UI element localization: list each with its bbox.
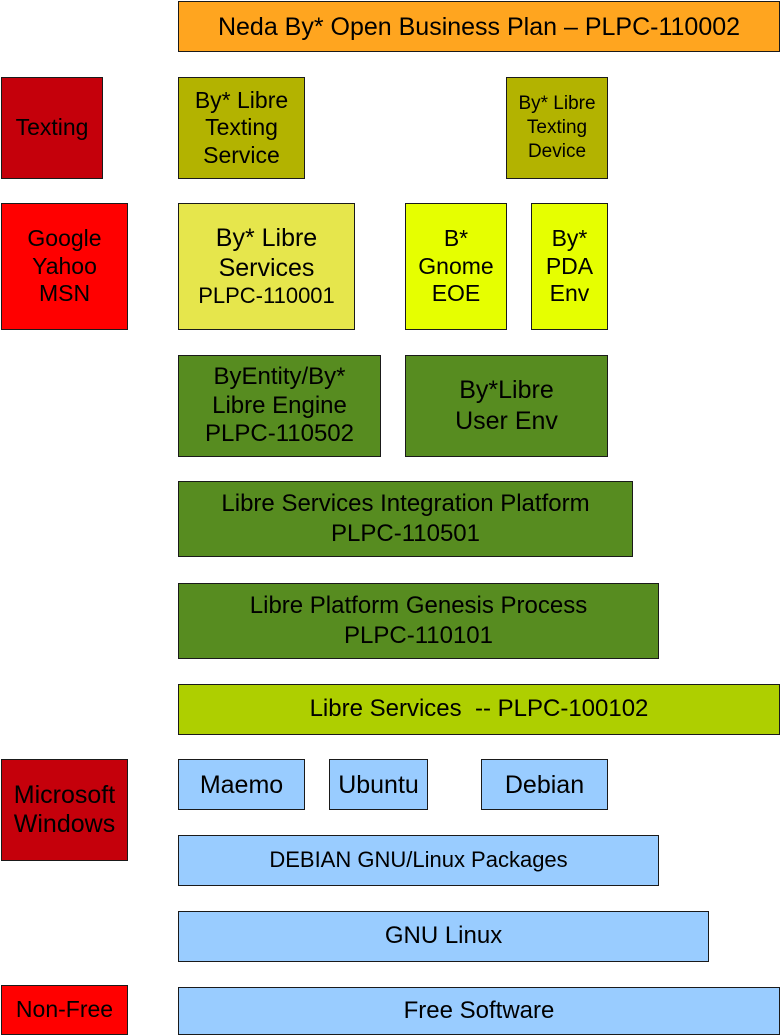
texting-service-line-1: By* Libre [194,86,289,113]
texting-label: Texting [15,114,89,141]
libre-services-plpc-110001-box: By* Libre Services PLPC-110001 [178,203,355,330]
pda-env-line-1: By* [551,225,588,252]
gnu-linux-box: GNU Linux [178,911,709,962]
pda-env-line-2: PDA [545,252,594,279]
texting-device-line-1: By* Libre [518,93,596,115]
integration-platform-box: Libre Services Integration Platform PLPC… [178,481,633,557]
libre-services-line-2: Services [218,254,315,283]
ubuntu-box: Ubuntu [329,759,428,810]
maemo-label: Maemo [199,770,284,799]
genesis-process-line-2: PLPC-110101 [344,622,493,649]
title-box: Neda By* Open Business Plan – PLPC-11000… [178,1,780,52]
microsoft-label: Microsoft [13,781,116,810]
libre-services-bar: Libre Services -- PLPC-100102 [178,684,780,735]
google-yahoo-msn-box: Google Yahoo MSN [1,203,128,330]
debian-packages-label: DEBIAN GNU/Linux Packages [269,847,568,873]
gnome-eoe-line-2: Gnome [418,252,494,279]
texting-box: Texting [1,77,103,179]
texting-service-box: By* Libre Texting Service [178,77,305,179]
yahoo-label: Yahoo [32,252,97,279]
maemo-box: Maemo [178,759,305,810]
libre-engine-line-3: PLPC-110502 [205,420,354,448]
free-software-label: Free Software [403,996,555,1024]
libre-services-line-3: PLPC-110001 [198,283,335,309]
integration-platform-line-2: PLPC-110501 [331,520,480,547]
gnome-eoe-line-1: B* [443,225,469,252]
user-env-line-1: By*Libre [459,375,554,404]
texting-service-line-2: Texting [205,114,278,141]
texting-device-box: By* Libre Texting Device [506,77,608,179]
free-software-box: Free Software [178,987,780,1035]
texting-service-line-3: Service [203,141,280,168]
user-env-line-2: User Env [455,407,558,435]
texting-device-line-3: Device [527,140,587,162]
google-label: Google [27,225,102,252]
integration-platform-line-1: Libre Services Integration Platform [221,490,590,517]
ubuntu-label: Ubuntu [338,770,419,799]
user-env-box: By*Libre User Env [405,355,608,457]
pda-env-line-3: Env [549,280,590,307]
microsoft-windows-box: Microsoft Windows [1,759,128,861]
gnu-linux-label: GNU Linux [384,922,503,950]
libre-engine-box: ByEntity/By* Libre Engine PLPC-110502 [178,355,381,457]
debian-label: Debian [504,770,585,799]
title-text: Neda By* Open Business Plan – PLPC-11000… [217,12,741,41]
pda-env-box: By* PDA Env [531,203,608,330]
genesis-process-line-1: Libre Platform Genesis Process [249,592,588,619]
texting-device-line-2: Texting [526,117,588,139]
gnome-eoe-box: B* Gnome EOE [405,203,507,330]
libre-engine-line-2: Libre Engine [212,391,347,419]
msn-label: MSN [38,280,91,307]
debian-box: Debian [481,759,608,810]
gnome-eoe-line-3: EOE [431,280,481,307]
libre-services-line-1: By* Libre [215,224,318,253]
libre-services-bar-text: Libre Services -- PLPC-100102 [309,695,649,723]
debian-packages-box: DEBIAN GNU/Linux Packages [178,835,659,886]
windows-label: Windows [13,810,116,838]
non-free-box: Non-Free [1,985,128,1035]
genesis-process-box: Libre Platform Genesis Process PLPC-1101… [178,583,659,659]
libre-engine-line-1: ByEntity/By* [213,362,346,390]
non-free-label: Non-Free [15,996,114,1023]
